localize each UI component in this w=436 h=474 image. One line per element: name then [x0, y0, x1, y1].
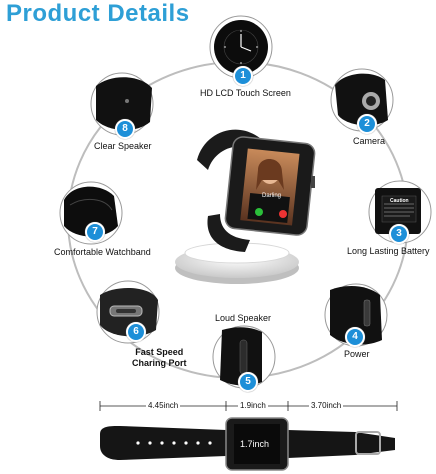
label-charing-port-line1: Fast Speed [135, 347, 184, 357]
label-long-lasting-battery: Long Lasting Battery [347, 246, 430, 256]
dimension-band-right: 3.70inch [309, 401, 344, 410]
label-power: Power [344, 349, 370, 359]
pedestal [175, 242, 299, 284]
label-fast-speed-charing-port: Fast Speed Charing Port [132, 347, 187, 369]
badge-7: 7 [85, 222, 105, 242]
badge-2: 2 [357, 114, 377, 134]
badge-1: 1 [233, 66, 253, 86]
feature-circle-5 [212, 325, 276, 389]
feature-circle-7 [59, 181, 123, 245]
badge-6: 6 [126, 322, 146, 342]
badge-4: 4 [345, 327, 365, 347]
badge-8: 8 [115, 119, 135, 139]
label-loud-speaker: Loud Speaker [215, 313, 272, 323]
feature-circle-1 [209, 15, 273, 79]
label-camera: Camera [353, 136, 386, 146]
dimension-face-height: 1.7inch [240, 439, 270, 449]
dimension-band-left: 4.45inch [146, 401, 181, 410]
watch-screen-caller: Darling [262, 193, 282, 199]
battery-caution-text: Caution [390, 198, 409, 204]
page-title: Product Details [6, 0, 190, 27]
watch-main [197, 129, 316, 252]
badge-5: 5 [238, 372, 258, 392]
label-charing-port-line2: Charing Port [132, 358, 187, 368]
label-clear-speaker: Clear Speaker [94, 141, 152, 151]
badge-3: 3 [389, 224, 409, 244]
feature-circle-4 [324, 283, 388, 347]
feature-circle-2 [330, 68, 394, 132]
feature-circle-3 [368, 180, 432, 244]
label-comfortable-watchband: Comfortable Watchband [54, 247, 151, 257]
dimension-face-width: 1.9inch [238, 401, 268, 410]
dimension-watch [99, 401, 398, 471]
label-hd-lcd-touch-screen: HD LCD Touch Screen [200, 88, 291, 98]
